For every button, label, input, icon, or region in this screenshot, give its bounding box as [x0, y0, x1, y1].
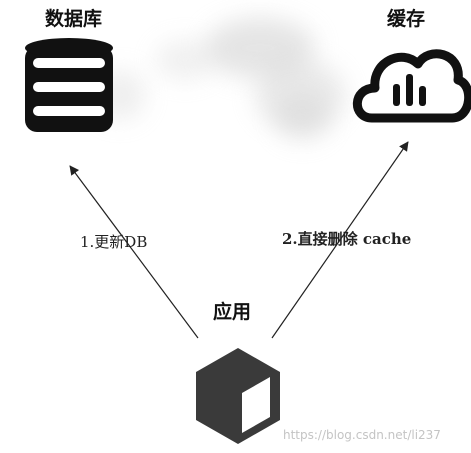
smoke-decoration: [155, 40, 215, 80]
cache-label: 缓存: [387, 8, 426, 30]
database-icon: [25, 38, 113, 132]
edge-arrow-to-database: [69, 165, 199, 339]
smoke-decoration: [255, 60, 345, 130]
edge-arrow-to-cache: [271, 141, 409, 339]
smoke-decoration: [275, 95, 330, 140]
cloud-chart-icon: [352, 49, 471, 123]
database-label: 数据库: [45, 8, 103, 30]
edge-label-update-db: 1.更新DB: [80, 233, 148, 251]
app-cube-icon: [196, 348, 280, 444]
watermark: https://blog.csdn.net/li237: [283, 428, 441, 442]
application-label: 应用: [213, 301, 252, 323]
smoke-decoration: [205, 18, 315, 78]
edge-label-delete-cache: 2.直接删除 cache: [282, 230, 412, 248]
